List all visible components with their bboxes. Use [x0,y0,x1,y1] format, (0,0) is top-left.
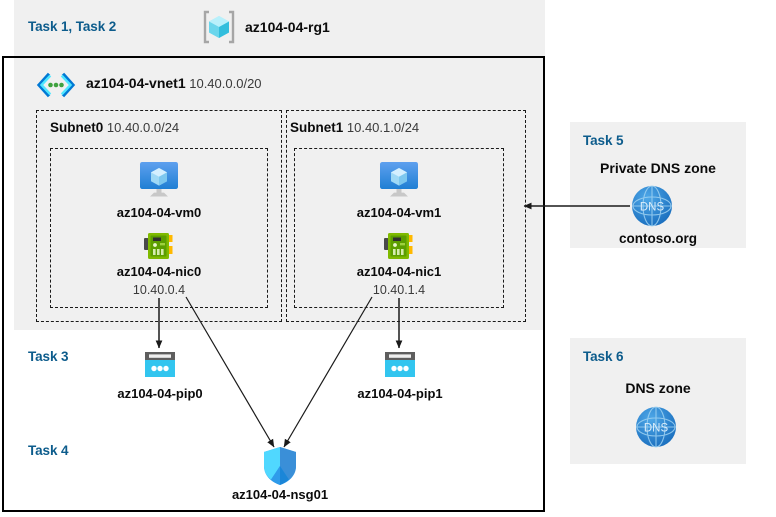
svg-text:DNS: DNS [640,202,665,214]
task3-label: Task 3 [28,349,69,364]
network-interface-icon [144,232,174,260]
task1-task2-label: Task 1, Task 2 [28,19,117,34]
task5-label: Task 5 [583,133,624,148]
nic0-name: az104-04-nic0 [116,264,202,279]
virtual-network-name: az104-04-vnet1 [86,75,186,91]
virtual-network-cidr: 10.40.0.0/20 [185,76,262,91]
resource-group-header-band [14,0,545,56]
subnet0-cidr: 10.40.0.0/24 [103,120,180,135]
network-interface-icon [384,232,414,260]
subnet1-name: Subnet1 [290,120,344,135]
resource-group-name: az104-04-rg1 [245,19,330,35]
subnet1-cidr: 10.40.1.0/24 [343,120,420,135]
virtual-network-icon [36,72,76,98]
dns-zone-icon: DNS [630,184,674,228]
private-dns-zone-title: Private DNS zone [600,160,716,176]
subnet0-name: Subnet0 [50,120,104,135]
nic0-ip: 10.40.0.4 [132,283,186,297]
subnet1-box [286,110,526,322]
public-ip-address-icon [144,351,176,379]
svg-text:DNS: DNS [644,423,669,435]
nic1-ip: 10.40.1.4 [372,283,426,297]
dns-zone-icon: DNS [634,405,678,449]
pip0-name: az104-04-pip0 [117,386,203,401]
private-dns-zone-name: contoso.org [619,231,697,246]
virtual-network-box [14,58,543,330]
task5-panel [570,122,746,248]
task4-label: Task 4 [28,443,69,458]
nic1-name: az104-04-nic1 [356,264,442,279]
public-ip-address-icon [384,351,416,379]
subnet0-title: Subnet0 10.40.0.0/24 [50,120,179,135]
virtual-machine-icon [137,160,181,198]
virtual-machine-icon [377,160,421,198]
vm1-name: az104-04-vm1 [356,205,442,220]
virtual-network-header: az104-04-vnet1 10.40.0.0/20 [86,75,262,93]
network-security-group-icon [262,446,298,486]
vm0-name: az104-04-vm0 [116,205,202,220]
pip1-name: az104-04-pip1 [357,386,443,401]
nsg-name: az104-04-nsg01 [231,487,329,502]
task3-panel [14,338,545,414]
resource-group-icon [200,8,238,46]
dns-zone-title: DNS zone [625,380,691,396]
task6-label: Task 6 [583,349,624,364]
subnet1-title: Subnet1 10.40.1.0/24 [290,120,419,135]
